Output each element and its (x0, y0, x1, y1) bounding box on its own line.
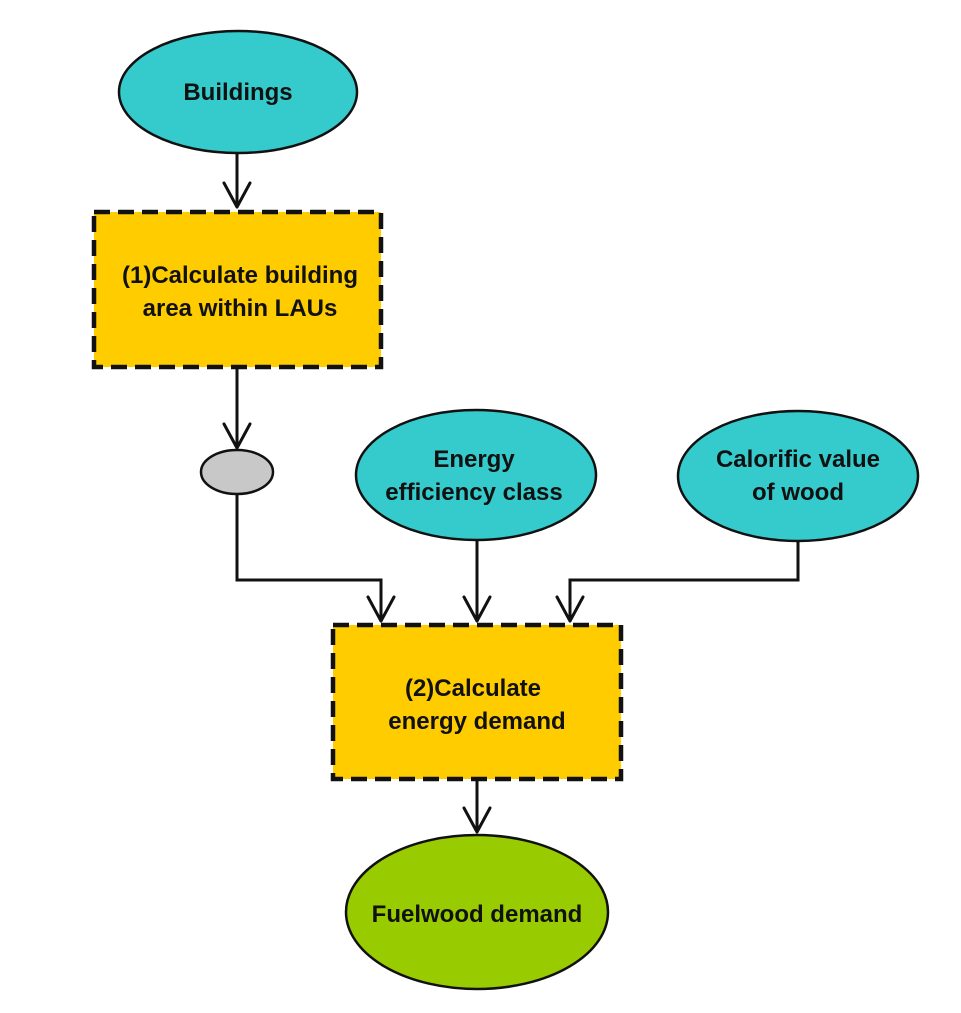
process2-box (333, 625, 621, 779)
process1-dashed-border (91, 209, 384, 370)
process1-box (94, 212, 381, 367)
buildings-label: Buildings (183, 79, 292, 106)
node-intermediate (199, 448, 275, 496)
node-process1: (1)Calculate building area within LAUs (91, 209, 384, 370)
calorific-value-label-line1: Calorific value (716, 446, 880, 473)
arrowhead-buildings-to-process1 (222, 181, 252, 209)
arrowhead-process2-to-fuelwood-demand (462, 806, 492, 834)
calorific-value-label-line2: of wood (752, 479, 844, 506)
edge-calorific-value-to-process2 (568, 541, 800, 619)
fuelwood-demand-ellipse (344, 833, 610, 991)
process2-label-line1: (2)Calculate (405, 675, 541, 702)
energy-efficiency-ellipse (354, 408, 598, 542)
process2-label-line2: energy demand (388, 708, 565, 735)
energy-efficiency-label-line1: Energy (433, 446, 515, 473)
node-fuelwood-demand: Fuelwood demand (344, 833, 610, 991)
fuelwood-demand-label: Fuelwood demand (372, 901, 583, 928)
arrowhead-intermediate-to-process2 (366, 595, 396, 623)
process2-dashed-border (330, 622, 624, 782)
edge-intermediate-to-process2 (235, 494, 383, 619)
node-process2: (2)Calculate energy demand (330, 622, 624, 782)
energy-efficiency-label-line2: efficiency class (385, 479, 562, 506)
arrowhead-process1-to-intermediate (222, 422, 252, 450)
intermediate-output-ellipse (199, 448, 275, 496)
process1-label-line2: area within LAUs (143, 295, 338, 322)
node-buildings: Buildings (117, 29, 359, 155)
arrowhead-energy-efficiency-to-process2 (462, 595, 492, 623)
node-calorific-value: Calorific value of wood (676, 409, 920, 543)
process1-label-line1: (1)Calculate building (122, 262, 358, 289)
buildings-ellipse (117, 29, 359, 155)
node-energy-efficiency: Energy efficiency class (354, 408, 598, 542)
calorific-value-ellipse (676, 409, 920, 543)
connectors (222, 153, 800, 834)
arrowhead-calorific-value-to-process2 (555, 595, 585, 623)
